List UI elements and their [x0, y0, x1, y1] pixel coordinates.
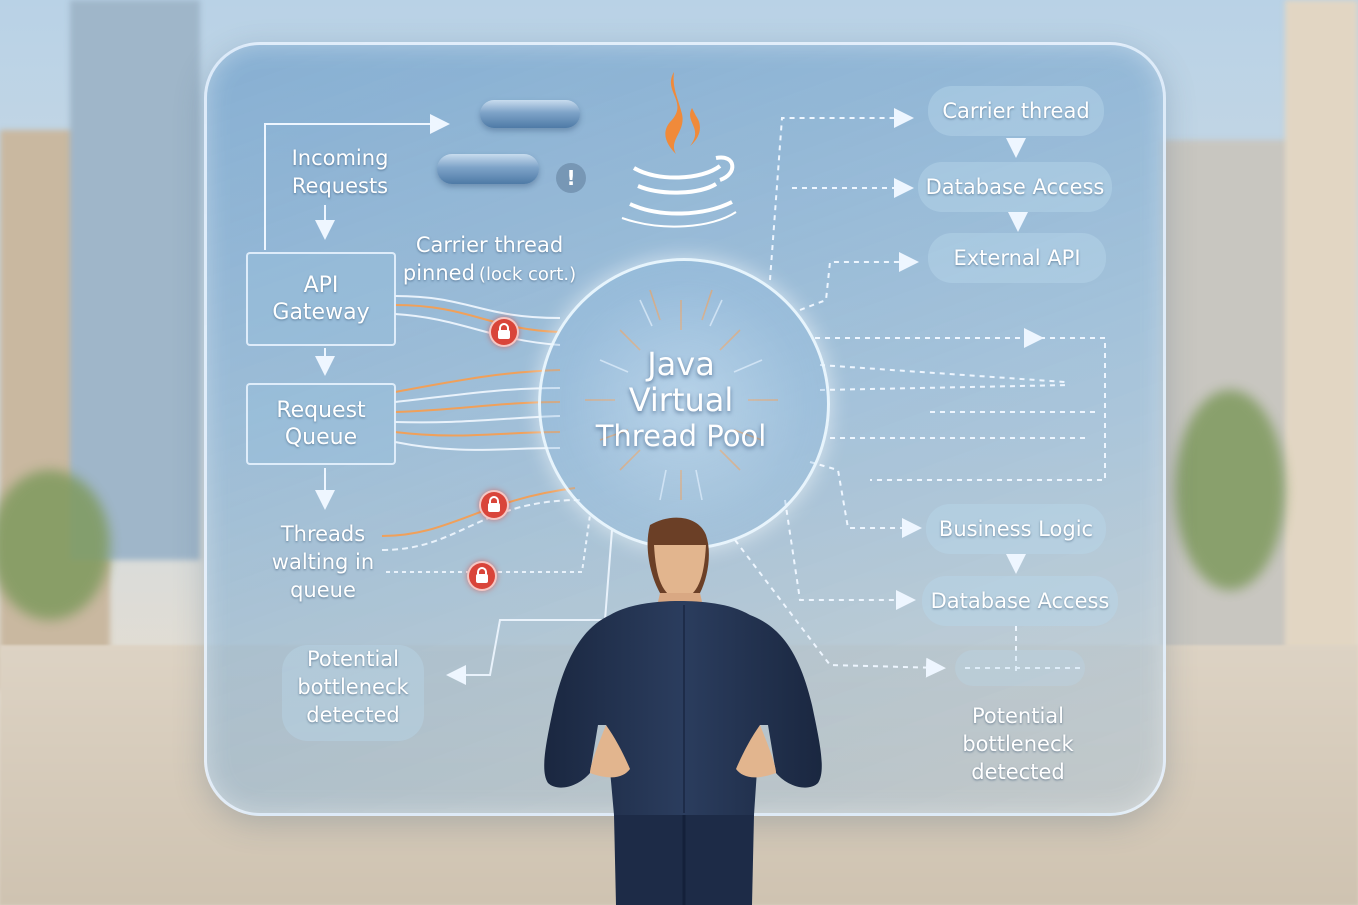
carrier-thread-node: Carrier thread: [928, 86, 1104, 136]
threads-waiting-label: Threads walting in queue: [271, 522, 375, 602]
carrier-pinned-note: (lock cort.): [478, 264, 577, 285]
database-access-bottom-node: Database Access: [922, 576, 1118, 626]
request-queue-box: Request Queue: [246, 383, 396, 465]
thread-pool-title-line2: Virtual: [628, 381, 734, 419]
business-logic-node: Business Logic: [926, 504, 1106, 554]
tower-left: [70, 0, 200, 560]
carrier-pinned-text: Carrier thread pinned: [402, 233, 564, 285]
external-api-node: External API: [928, 233, 1106, 283]
lock-icon: [479, 490, 509, 520]
thread-pool-title: Java Virtual Thread Pool: [538, 346, 824, 454]
thread-pool-title-line3: Thread Pool: [595, 419, 767, 453]
bottleneck-left-label: Potential bottleneck detected: [282, 645, 424, 741]
exclamation-icon: !: [556, 163, 586, 193]
businessman-figure: [544, 517, 822, 905]
right-connectors: [734, 108, 1106, 678]
carrier-pinned-label: Carrier thread pinned(lock cort.): [402, 203, 577, 289]
tree-left: [0, 470, 110, 620]
gateway-wires: [394, 295, 561, 346]
virtual-thread-pool-circle: [538, 258, 830, 550]
tower-right: [1285, 0, 1358, 700]
database-access-top-node: Database Access: [918, 162, 1112, 212]
thread-capsule-icon: [480, 100, 580, 128]
bottleneck-right-label: Potential bottleneck detected: [962, 704, 1074, 784]
to-bottleneck-left-arrow: [446, 529, 613, 685]
incoming-requests-label: Incoming Requests: [291, 146, 389, 198]
thread-capsule-icon: [437, 154, 539, 184]
thread-pool-title-line1: Java: [647, 345, 715, 383]
bottleneck-right-node: [955, 650, 1085, 686]
queue-wires: [394, 369, 561, 451]
incoming-loop-arrow: [264, 114, 450, 250]
api-gateway-box: API Gateway: [246, 252, 396, 346]
right-vertical-arrows: [1006, 138, 1028, 574]
java-logo-icon: [621, 72, 737, 228]
lock-icon: [467, 561, 497, 591]
tree-right: [1175, 390, 1285, 590]
lock-icon: [489, 317, 519, 347]
